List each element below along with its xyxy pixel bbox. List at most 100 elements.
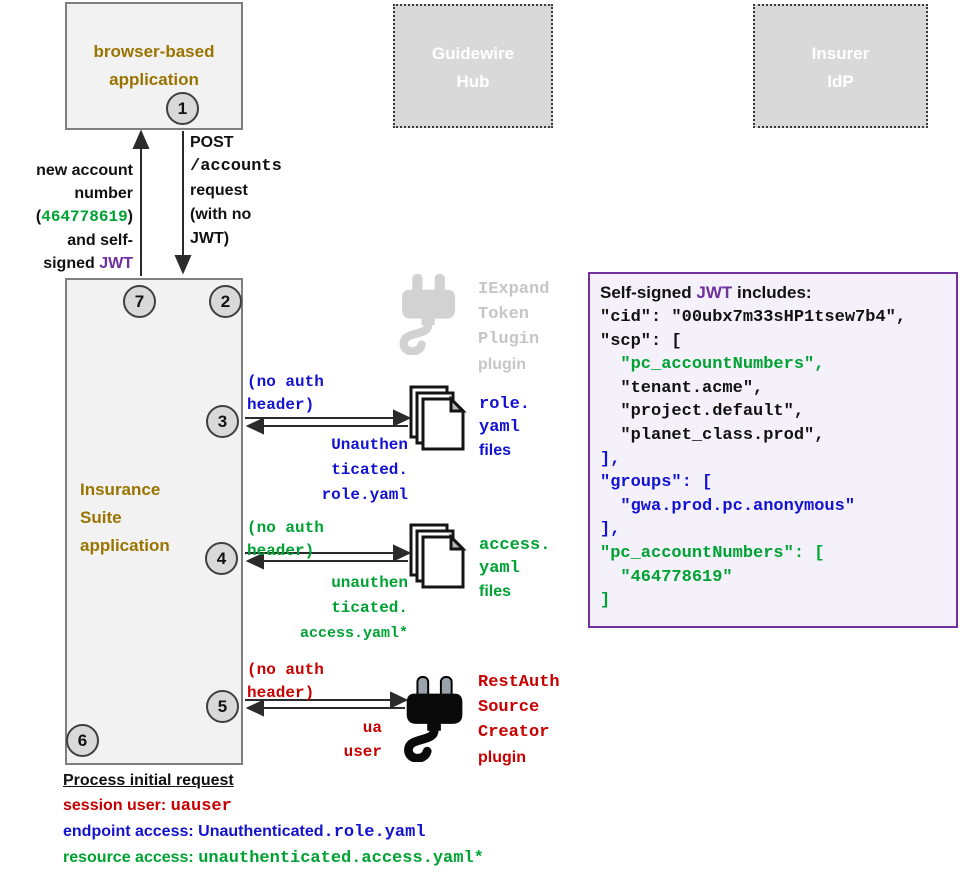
access-yaml-files-label: access. yaml files	[479, 534, 550, 603]
step-1-badge: 1	[166, 92, 199, 125]
restauth-plugin-label: RestAuth Source Creator plugin	[478, 670, 560, 770]
session-user-label: session user:	[63, 797, 171, 814]
guidewire-hub-label-line2: Hub	[456, 72, 490, 91]
paren-close: )	[127, 208, 133, 225]
role-files-line3: files	[479, 442, 512, 459]
post-label-line4: (with no	[190, 206, 252, 223]
step-5-number: 5	[217, 696, 228, 716]
insurance-suite-box: Insurance Suite application	[65, 278, 243, 765]
step5-noauth-label: (no auth header)	[247, 659, 324, 705]
response-label: new account number (464778619) and self-…	[5, 159, 133, 275]
role-yaml-files-label: role. yaml files	[479, 393, 530, 462]
post-label-line1: POST	[190, 134, 234, 151]
jwt-claim-line: "cid": "00ubx7m33sHP1tsew7b4",	[600, 308, 907, 327]
role-files-line2: yaml	[479, 418, 520, 437]
browser-app-label-line1: browser-based	[93, 42, 215, 61]
jwt-claim-line: "tenant.acme",	[600, 378, 764, 398]
step-2-badge: 2	[209, 285, 242, 318]
jwt-panel-title: Self-signed JWT includes:	[600, 280, 946, 306]
insurance-suite-label-line3: application	[80, 536, 170, 555]
session-user-value: uauser	[170, 797, 232, 816]
step-2-number: 2	[220, 291, 231, 311]
step-7-number: 7	[134, 291, 145, 311]
role-yaml-files-icon	[409, 385, 467, 451]
post-request-label: POST /accounts request (with no JWT)	[190, 131, 282, 251]
account-number: 464778619	[41, 208, 128, 226]
jwt-claim-line: "464778619"	[600, 567, 733, 587]
step-6-number: 6	[77, 730, 88, 750]
step5-noauth-line2: header)	[247, 684, 315, 702]
jwt-title-jwt: JWT	[696, 283, 733, 302]
step-5-badge: 5	[206, 690, 239, 723]
step-7-badge: 7	[123, 285, 156, 318]
jwt-claim-line: "project.default",	[600, 402, 805, 422]
signed-prefix: signed	[43, 255, 100, 272]
restauth-label-line2: Source	[478, 698, 540, 717]
post-label-line5: JWT)	[190, 230, 230, 247]
insurer-idp-label-line1: Insurer	[811, 44, 870, 63]
access-files-line3: files	[479, 583, 512, 600]
guidewire-hub-label: Guidewire Hub	[395, 6, 551, 96]
plug-prong	[434, 273, 445, 295]
insurance-suite-label: Insurance Suite application	[80, 476, 170, 560]
insurance-suite-label-line2: Suite	[80, 508, 122, 527]
response-label-line5: signed JWT	[5, 252, 133, 275]
resource-access-label: resource access:	[63, 849, 199, 866]
iexpand-label-line2: Token	[478, 305, 530, 324]
step5-return-label: ua user	[285, 716, 382, 764]
jwt-claim-line: "scp": [	[600, 331, 682, 351]
endpoint-access-value: .role.yaml	[323, 823, 426, 842]
jwt-word: JWT	[99, 255, 133, 272]
step-3-badge: 3	[206, 405, 239, 438]
access-files-line2: yaml	[479, 559, 520, 578]
step5-noauth-line1: (no auth	[247, 661, 324, 679]
file-fold-corner	[449, 533, 467, 551]
step5-return-line1: ua	[362, 719, 382, 737]
plug-cable	[399, 319, 433, 355]
plug-body	[402, 289, 456, 319]
access-yaml-files-icon	[409, 523, 467, 589]
guidewire-hub-label-line1: Guidewire	[431, 44, 515, 63]
step3-noauth-line1: (no auth	[247, 373, 324, 391]
step3-noauth-line2: header)	[247, 396, 315, 414]
step-1-number: 1	[177, 98, 188, 118]
step-4-badge: 4	[205, 542, 238, 575]
step3-return-line2: ticated.	[331, 461, 408, 479]
jwt-claim-line: ]	[600, 591, 611, 611]
role-files-line1: role.	[479, 395, 531, 414]
step4-noauth-line2: header)	[247, 542, 315, 560]
iexpand-label-line3: Plugin	[478, 330, 540, 349]
post-request-arrowhead	[174, 255, 192, 275]
insurer-idp-box: Insurer IdP	[753, 4, 928, 128]
step4-return-line3: access.yaml*	[299, 625, 408, 642]
response-arrowhead	[132, 129, 150, 149]
response-label-line3: (464778619)	[5, 205, 133, 229]
restauth-plugin-icon	[404, 676, 463, 762]
jwt-title-suffix: includes:	[732, 283, 812, 302]
step4-noauth-label: (no auth header)	[247, 517, 324, 563]
post-label-line3: request	[190, 182, 248, 199]
jwt-claim-line: "pc_accountNumbers",	[600, 355, 825, 375]
access-files-line1: access.	[479, 536, 551, 555]
step3-noauth-label: (no auth header)	[247, 371, 324, 417]
step-4-number: 4	[216, 548, 227, 568]
jwt-claim-line: "groups": [	[600, 473, 713, 493]
restauth-label-line3: Creator	[478, 723, 550, 742]
response-label-line1: new account	[36, 162, 133, 179]
step-3-number: 3	[217, 411, 228, 431]
response-label-line2: number	[74, 185, 133, 202]
footer-title: Process initial request	[63, 772, 234, 789]
jwt-claim-line: "planet_class.prod",	[600, 425, 825, 445]
step4-return-line2: ticated.	[331, 599, 408, 617]
resource-access-value: unauthenticated.access.yaml*	[198, 849, 484, 868]
restauth-label-line4: plugin	[478, 749, 526, 766]
iexpand-label-line4: plugin	[478, 356, 526, 373]
jwt-claim-line: ],	[600, 449, 621, 469]
guidewire-hub-box: Guidewire Hub	[393, 4, 553, 128]
iexpand-plugin-label: IExpand Token Plugin plugin	[478, 277, 549, 377]
footer-session-line: session user: uauser	[63, 793, 484, 819]
step4-return-line1: unauthen	[331, 574, 408, 592]
step4-noauth-line1: (no auth	[247, 519, 324, 537]
endpoint-access-label: endpoint access: Unauthenticated	[63, 823, 324, 840]
